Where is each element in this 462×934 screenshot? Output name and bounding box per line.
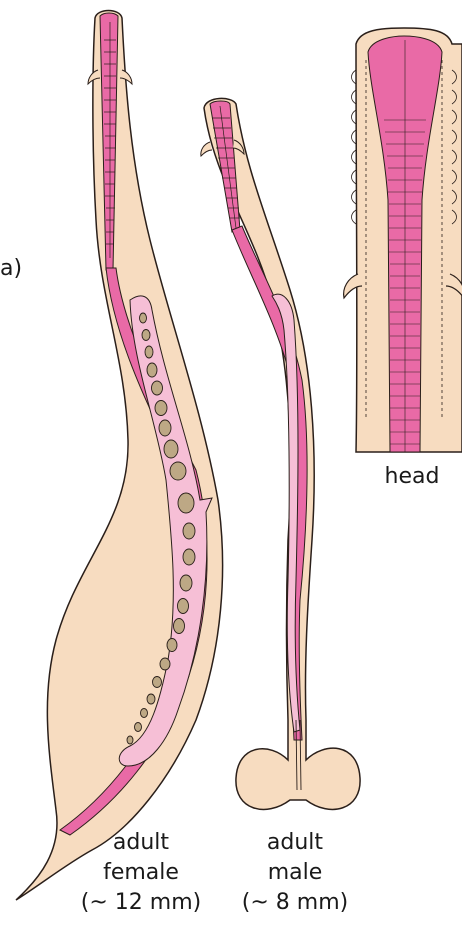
- female-label: adult female (~ 12 mm): [66, 828, 216, 918]
- egg: [183, 549, 195, 565]
- egg: [174, 619, 185, 634]
- egg: [140, 313, 147, 323]
- female-label-line-1: adult: [66, 828, 216, 858]
- adult-male-worm: [201, 98, 360, 809]
- egg: [170, 462, 186, 480]
- egg: [142, 330, 150, 341]
- male-papilla-left: [201, 142, 212, 156]
- egg: [167, 639, 177, 652]
- female-label-line-2: female: [66, 858, 216, 888]
- egg: [141, 709, 148, 718]
- egg: [164, 440, 178, 458]
- female-label-line-3: (~ 12 mm): [66, 888, 216, 918]
- egg: [178, 599, 189, 614]
- male-label-line-3: (~ 8 mm): [230, 888, 360, 918]
- egg: [160, 658, 170, 670]
- egg: [147, 694, 155, 704]
- egg: [152, 381, 163, 395]
- female-body: [16, 11, 223, 901]
- panel-marker: a): [0, 254, 22, 284]
- egg: [155, 401, 167, 416]
- male-label: adult male (~ 8 mm): [230, 828, 360, 918]
- head-label: head: [372, 462, 452, 492]
- egg: [183, 523, 195, 539]
- male-label-line-2: male: [230, 858, 360, 888]
- egg: [135, 723, 142, 732]
- egg: [159, 420, 171, 436]
- egg: [127, 736, 133, 744]
- egg: [145, 346, 153, 358]
- head-closeup: [344, 28, 462, 452]
- male-label-line-1: adult: [230, 828, 360, 858]
- adult-female-worm: [16, 11, 223, 901]
- egg: [180, 575, 192, 591]
- egg: [153, 677, 162, 688]
- egg: [147, 363, 157, 377]
- egg: [178, 493, 194, 513]
